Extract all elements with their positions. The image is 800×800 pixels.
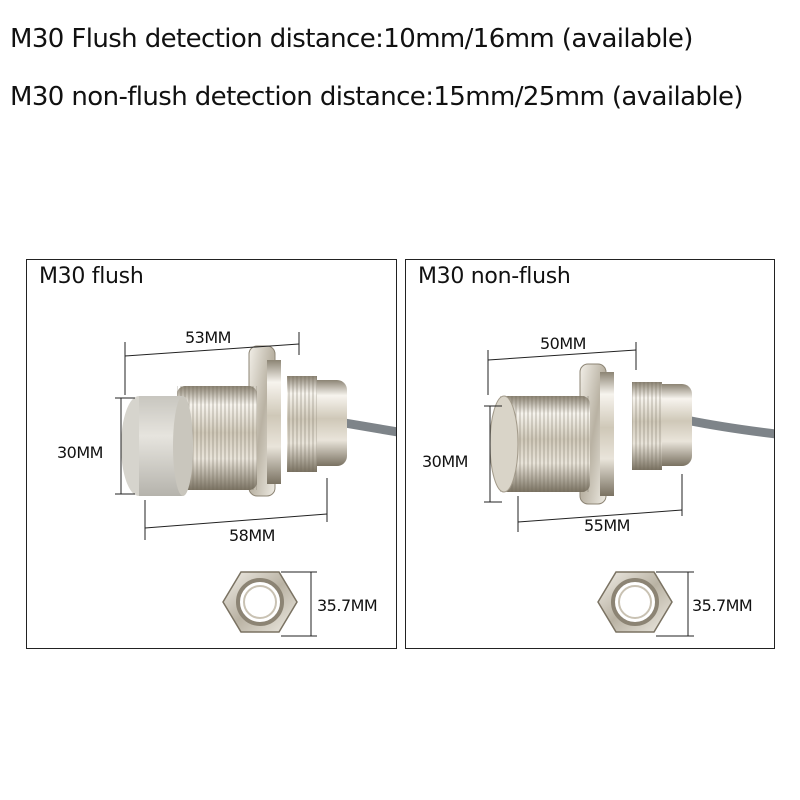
dimension-lines [484, 342, 683, 532]
flush-sensor-illustration [115, 332, 396, 637]
dim-top-flush: 53MM [185, 328, 231, 347]
dim-top-nonflush: 50MM [540, 334, 586, 353]
dim-bottom-nonflush: 55MM [584, 516, 630, 535]
panel-m30-nonflush: M30 non-flush 50MM 30MM 55MM 35.7MM [405, 259, 775, 649]
dim-height-nonflush: 30MM [422, 452, 468, 471]
hex-nut-icon [222, 571, 298, 633]
headline-flush-distance: M30 Flush detection distance:10mm/16mm (… [10, 24, 693, 54]
dimension-lines [115, 332, 328, 540]
hex-nut-icon [597, 571, 673, 633]
panel-title-flush: M30 flush [39, 264, 144, 289]
dim-nut-nonflush: 35.7MM [692, 596, 753, 615]
cable [685, 415, 774, 439]
dim-bottom-flush: 58MM [229, 526, 275, 545]
panel-title-nonflush: M30 non-flush [418, 264, 571, 289]
dim-nut-flush: 35.7MM [317, 596, 378, 615]
headline-nonflush-distance: M30 non-flush detection distance:15mm/25… [10, 82, 744, 112]
sensing-face [489, 395, 519, 493]
panel-m30-flush: M30 flush 53MM 30MM 58MM 35.7MM [26, 259, 397, 649]
nonflush-sensor-illustration [484, 342, 774, 637]
dim-height-flush: 30MM [57, 443, 103, 462]
